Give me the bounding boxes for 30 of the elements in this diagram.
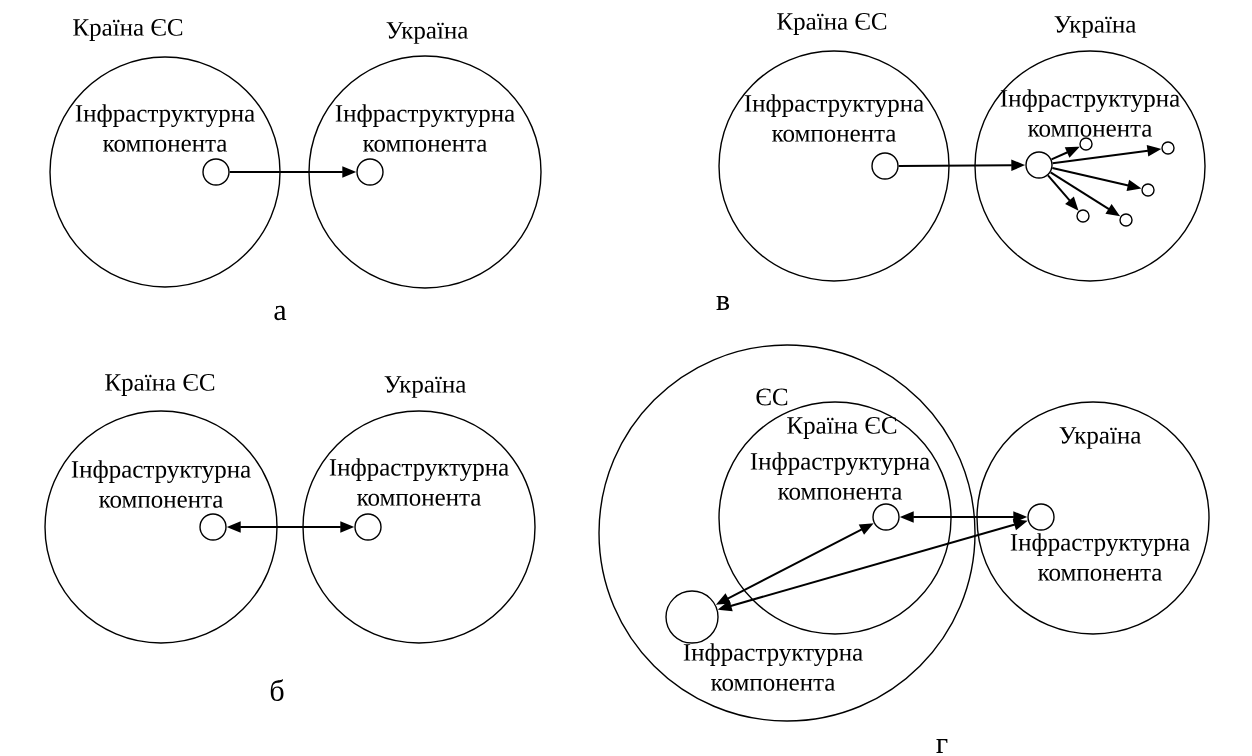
panel-letter: б xyxy=(270,679,284,701)
region-heading: Україна xyxy=(386,22,469,44)
region-heading: Україна xyxy=(1059,427,1142,449)
region-heading: Країна ЄС xyxy=(105,374,215,396)
component-circle xyxy=(1027,503,1055,531)
component-circle xyxy=(356,158,384,186)
panel-letter: г xyxy=(936,739,948,753)
region-text: Інфраструктурна компонента xyxy=(1000,89,1180,137)
panel-letter: в xyxy=(716,296,730,310)
region-heading: Україна xyxy=(1054,16,1137,38)
region-text: Інфраструктурна компонента xyxy=(329,458,509,506)
component-caption: Інфраструктурна компонента xyxy=(683,643,863,691)
component-circle xyxy=(872,503,900,531)
region-text: Інфраструктурна компонента xyxy=(335,104,515,152)
component-circle xyxy=(354,513,382,541)
region-text: Інфраструктурна компонента xyxy=(1010,533,1190,581)
panel-letter: а xyxy=(274,305,287,321)
component-circle xyxy=(202,158,230,186)
component-circle xyxy=(871,152,899,180)
region-text: Інфраструктурна компонента xyxy=(75,104,255,152)
region-heading: ЄС xyxy=(756,388,788,406)
region-heading: Країна ЄС xyxy=(787,417,897,439)
region-text: Інфраструктурна компонента xyxy=(744,94,924,142)
component-circle xyxy=(1025,151,1053,179)
region-text: Інфраструктурна компонента xyxy=(71,460,251,508)
region-text: Інфраструктурна компонента xyxy=(750,452,930,500)
region-heading: Україна xyxy=(384,376,467,398)
region-heading: Країна ЄС xyxy=(777,13,887,35)
component-circle xyxy=(199,513,227,541)
region-heading: Країна ЄС xyxy=(73,19,183,41)
